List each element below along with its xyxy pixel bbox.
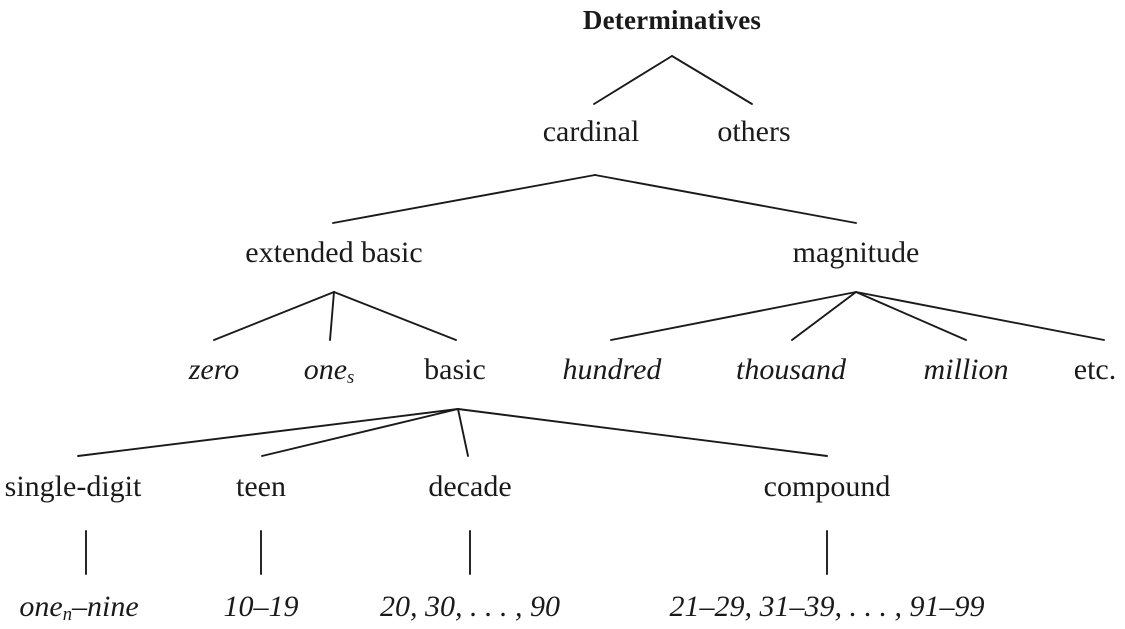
edge-determinatives-others — [671, 55, 753, 105]
edge-basic-compound — [457, 408, 828, 457]
edge-basic-single-digit — [77, 408, 459, 457]
node-basic: basic — [424, 353, 486, 386]
node-magnitude: magnitude — [792, 236, 920, 269]
leaf-compounds-list: 21–29, 31–39, . . . , 91–99 — [669, 590, 985, 623]
edge-cardinal-magnitude — [594, 174, 857, 224]
leaf-decades-list: 20, 30, . . . , 90 — [380, 590, 560, 623]
node-one-s: ones — [304, 355, 355, 388]
node-one-s-base: one — [303, 353, 348, 386]
node-one-s-subscript: s — [347, 367, 355, 389]
edge-magnitude-hundred — [610, 291, 857, 341]
node-zero: zero — [188, 353, 240, 386]
leaf-ten-nineteen: 10–19 — [223, 590, 299, 623]
leaf-one-n-subscript: n — [62, 604, 72, 626]
node-determinatives: Determinatives — [582, 5, 762, 35]
leaf-one-n-suffix: –nine — [71, 590, 139, 623]
leaf-one-n-nine: onen–nine — [19, 592, 138, 625]
edge-extendedbasic-zero — [213, 291, 335, 341]
node-teen: teen — [236, 470, 286, 503]
edge-magnitude-million — [855, 291, 967, 341]
node-single-digit: single-digit — [4, 470, 142, 503]
edge-cardinal-extended-basic — [332, 174, 596, 224]
node-thousand: thousand — [735, 353, 847, 386]
edge-extendedbasic-ones — [329, 291, 335, 341]
edge-magnitude-etc — [855, 291, 1105, 341]
node-others: others — [717, 115, 791, 148]
node-decade: decade — [428, 470, 512, 503]
edge-basic-teen — [261, 408, 459, 457]
edge-basic-decade — [457, 408, 469, 457]
edge-determinatives-cardinal — [593, 55, 673, 105]
node-cardinal: cardinal — [542, 115, 640, 148]
node-hundred: hundred — [562, 353, 662, 386]
leaf-one-n-base: one — [19, 590, 63, 623]
edge-magnitude-thousand — [791, 291, 857, 341]
node-compound: compound — [763, 470, 891, 503]
node-million: million — [923, 353, 1009, 386]
node-extended-basic: extended basic — [245, 236, 423, 269]
node-etc: etc. — [1073, 353, 1117, 386]
edge-extendedbasic-basic — [333, 291, 457, 341]
